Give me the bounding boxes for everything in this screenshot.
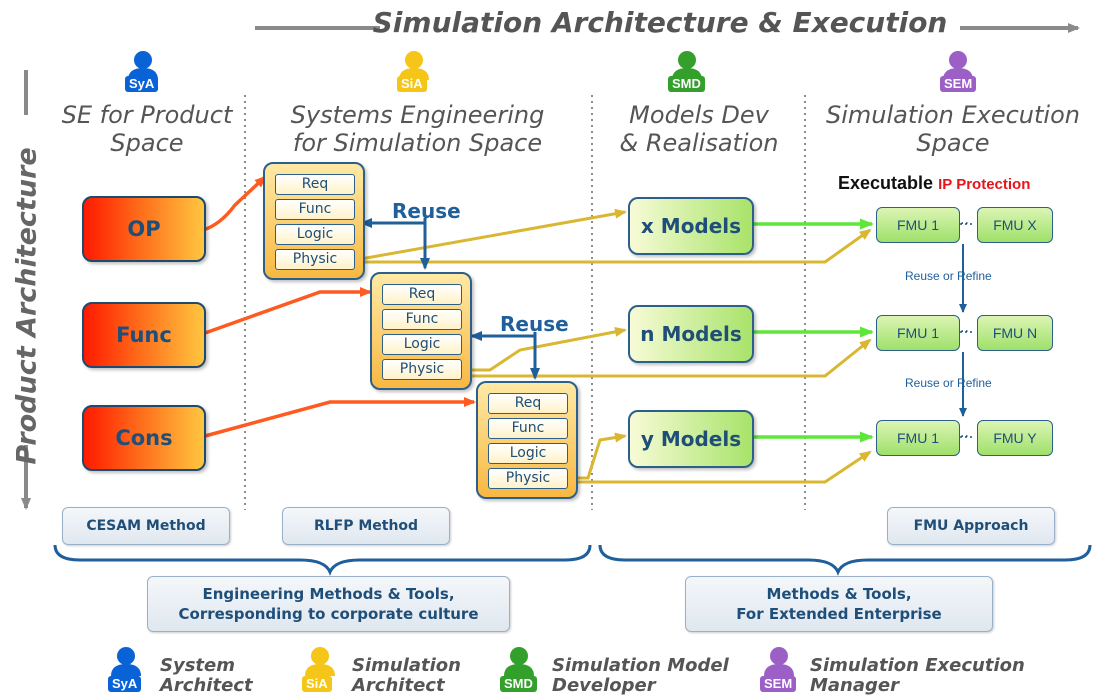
- legend-text-sia: Simulation Architect: [352, 656, 461, 696]
- legend-person-icon-sia: [305, 647, 335, 676]
- legend-text-sem: Simulation Execution Manager: [810, 656, 1025, 696]
- legend-line2: Developer: [552, 675, 656, 696]
- layer-physic: Physic: [382, 359, 462, 380]
- model-box-x: x Models: [628, 197, 754, 255]
- method-box-fmu: FMU Approach: [887, 507, 1055, 545]
- arrow-stack2-to-fmu2: [464, 338, 872, 378]
- column-title-sia: Systems Engineering for Simulation Space: [250, 101, 585, 157]
- legend-badge-sia: SiA: [302, 676, 332, 692]
- brace-left: [53, 544, 592, 576]
- fmu-box-row1-first: FMU 1: [876, 207, 960, 243]
- legend-line1: Simulation Execution: [810, 655, 1025, 676]
- bottom-box-line2: Corresponding to corporate culture: [178, 605, 479, 623]
- arrow-stack3-to-ymodels: [572, 432, 627, 480]
- badge-sya: SyA: [125, 76, 159, 92]
- layer-req: Req: [382, 284, 462, 305]
- legend-badge-smd: SMD: [500, 676, 537, 692]
- reuse-label-1: Reuse: [392, 199, 461, 223]
- legend-line2: Architect: [160, 675, 253, 696]
- reuse-refine-label-2: Reuse or Refine: [905, 376, 992, 390]
- legend-line1: Simulation: [352, 655, 461, 676]
- arrow-op-to-stack: [202, 175, 267, 232]
- column-title-sem: Simulation Execution Space: [808, 101, 1098, 157]
- layer-logic: Logic: [382, 334, 462, 355]
- product-box-op: OP: [82, 196, 206, 262]
- legend-line1: System: [160, 655, 235, 676]
- column-title-smd: Models Dev & Realisation: [595, 101, 803, 157]
- fmu-box-row3-first: FMU 1: [876, 420, 960, 456]
- arrow-stack2-to-nmodels: [464, 326, 627, 372]
- bottom-box-extended: Methods & Tools, For Extended Enterprise: [685, 576, 993, 632]
- layer-req: Req: [275, 174, 355, 195]
- legend-line2: Architect: [352, 675, 445, 696]
- layer-func: Func: [382, 309, 462, 330]
- column-title-line2: for Simulation Space: [292, 129, 543, 157]
- layer-func: Func: [488, 418, 568, 439]
- badge-smd: SMD: [668, 76, 705, 92]
- legend-person-icon-sem: [764, 647, 794, 676]
- model-box-y: y Models: [628, 410, 754, 468]
- fmu-box-row2-last: FMU N: [977, 315, 1053, 351]
- badge-sia: SiA: [397, 76, 427, 92]
- layer-req: Req: [488, 393, 568, 414]
- product-box-func: Func: [82, 302, 206, 368]
- fmu-box-row3-last: FMU Y: [977, 420, 1053, 456]
- simulation-stack-2: Req Func Logic Physic: [370, 272, 472, 390]
- legend-person-icon-sya: [111, 647, 141, 676]
- brace-right: [598, 544, 1092, 576]
- fmu-dots-2: ..: [960, 320, 969, 336]
- badge-sem: SEM: [940, 76, 977, 92]
- fmu-dots-1: ..: [960, 212, 969, 228]
- arrow-stack1-to-fmu1: [355, 228, 872, 264]
- legend-badge-sya: SyA: [108, 676, 142, 692]
- column-title-line1: SE for Product: [61, 101, 233, 129]
- arrow-stack1-to-xmodels: [354, 208, 627, 262]
- reuse-refine-label-1: Reuse or Refine: [905, 269, 992, 283]
- simulation-stack-1: Req Func Logic Physic: [263, 162, 365, 280]
- fmu-box-row1-last: FMU X: [977, 207, 1053, 243]
- executable-header: Executable IP Protection: [838, 173, 1030, 194]
- column-title-line2: & Realisation: [619, 129, 779, 157]
- legend-person-icon-smd: [504, 647, 534, 676]
- executable-label: Executable: [838, 173, 934, 193]
- legend-line2: Manager: [810, 675, 899, 696]
- layer-physic: Physic: [488, 468, 568, 489]
- ip-protection-label: IP Protection: [938, 176, 1031, 193]
- legend-text-sya: System Architect: [160, 656, 253, 696]
- side-label: Product Architecture: [11, 147, 43, 465]
- legend-badge-sem: SEM: [760, 676, 797, 692]
- side-label-wrap: Product Architecture: [2, 96, 52, 516]
- fmu-dots-3: ..: [960, 425, 969, 441]
- model-box-n: n Models: [628, 305, 754, 363]
- bottom-box-engineering: Engineering Methods & Tools, Correspondi…: [147, 576, 510, 632]
- column-title-line2: Space: [916, 129, 990, 157]
- column-title-sya: SE for Product Space: [52, 101, 242, 157]
- layer-physic: Physic: [275, 249, 355, 270]
- method-box-rlfp: RLFP Method: [282, 507, 450, 545]
- arrow-func-to-stack: [204, 287, 372, 335]
- legend-line1: Simulation Model: [552, 655, 729, 676]
- fmu-box-row2-first: FMU 1: [876, 315, 960, 351]
- bottom-box-line1: Methods & Tools,: [766, 585, 912, 603]
- legend-text-smd: Simulation Model Developer: [552, 656, 729, 696]
- bottom-box-line2: For Extended Enterprise: [736, 605, 942, 623]
- column-title-line1: Models Dev: [629, 101, 769, 129]
- simulation-stack-3: Req Func Logic Physic: [476, 381, 578, 499]
- layer-func: Func: [275, 199, 355, 220]
- column-title-line1: Systems Engineering: [290, 101, 545, 129]
- method-box-cesam: CESAM Method: [62, 507, 230, 545]
- product-box-cons: Cons: [82, 405, 206, 471]
- diagram-title: Simulation Architecture & Execution: [372, 6, 948, 39]
- arrow-stack3-to-fmu3: [572, 450, 872, 484]
- layer-logic: Logic: [488, 443, 568, 464]
- bottom-box-line1: Engineering Methods & Tools,: [202, 585, 455, 603]
- layer-logic: Logic: [275, 224, 355, 245]
- column-title-line2: Space: [110, 129, 184, 157]
- arrow-cons-to-stack: [204, 397, 476, 438]
- reuse-label-2: Reuse: [500, 312, 569, 336]
- column-title-line1: Simulation Execution: [826, 101, 1080, 129]
